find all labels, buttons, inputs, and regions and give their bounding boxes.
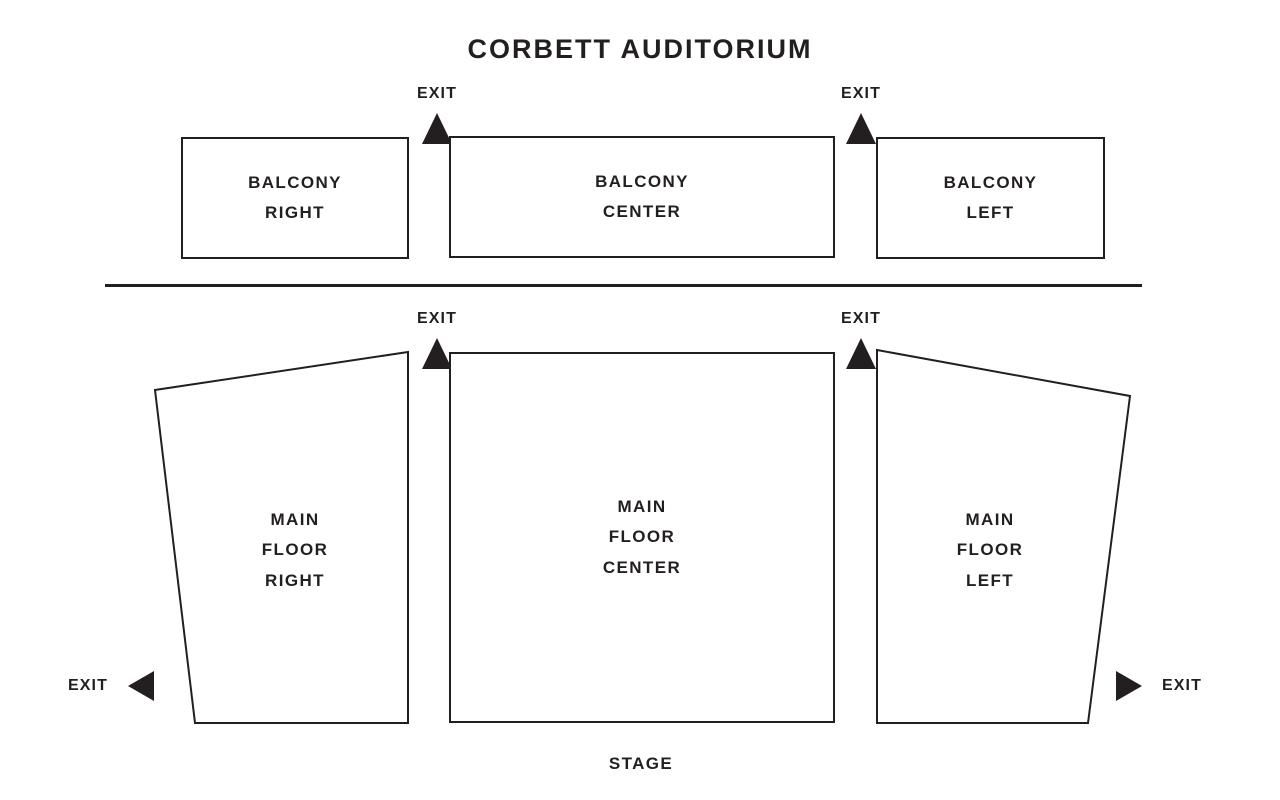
- exit-marker-house-right[interactable]: EXIT: [68, 671, 154, 701]
- exit-marker-house-left[interactable]: EXIT: [1116, 671, 1202, 701]
- main-floor-left-polygon[interactable]: [876, 348, 1132, 724]
- triangle-right-icon: [1116, 671, 1142, 701]
- triangle-up-icon: [845, 338, 876, 369]
- exit-label: EXIT: [68, 677, 108, 694]
- triangle-up-icon: [421, 338, 452, 369]
- exit-label: EXIT: [1162, 677, 1202, 694]
- triangle-up-icon: [845, 113, 876, 144]
- exit-marker-balcony-right-aisle[interactable]: EXIT: [417, 86, 457, 144]
- exit-label: EXIT: [417, 310, 457, 327]
- triangle-up-icon: [421, 113, 452, 144]
- exit-label: EXIT: [841, 85, 881, 102]
- page-title: CORBETT AUDITORIUM: [467, 34, 813, 64]
- exit-label: EXIT: [841, 310, 881, 327]
- exit-label: EXIT: [417, 85, 457, 102]
- level-divider: [105, 284, 1142, 287]
- exit-marker-mainfloor-right-aisle[interactable]: EXIT: [417, 311, 457, 369]
- exit-marker-mainfloor-left-aisle[interactable]: EXIT: [841, 311, 881, 369]
- main-floor-right-polygon[interactable]: [153, 350, 409, 724]
- stage-label: STAGE: [608, 754, 674, 773]
- exit-marker-balcony-left-aisle[interactable]: EXIT: [841, 86, 881, 144]
- triangle-left-icon: [127, 671, 154, 701]
